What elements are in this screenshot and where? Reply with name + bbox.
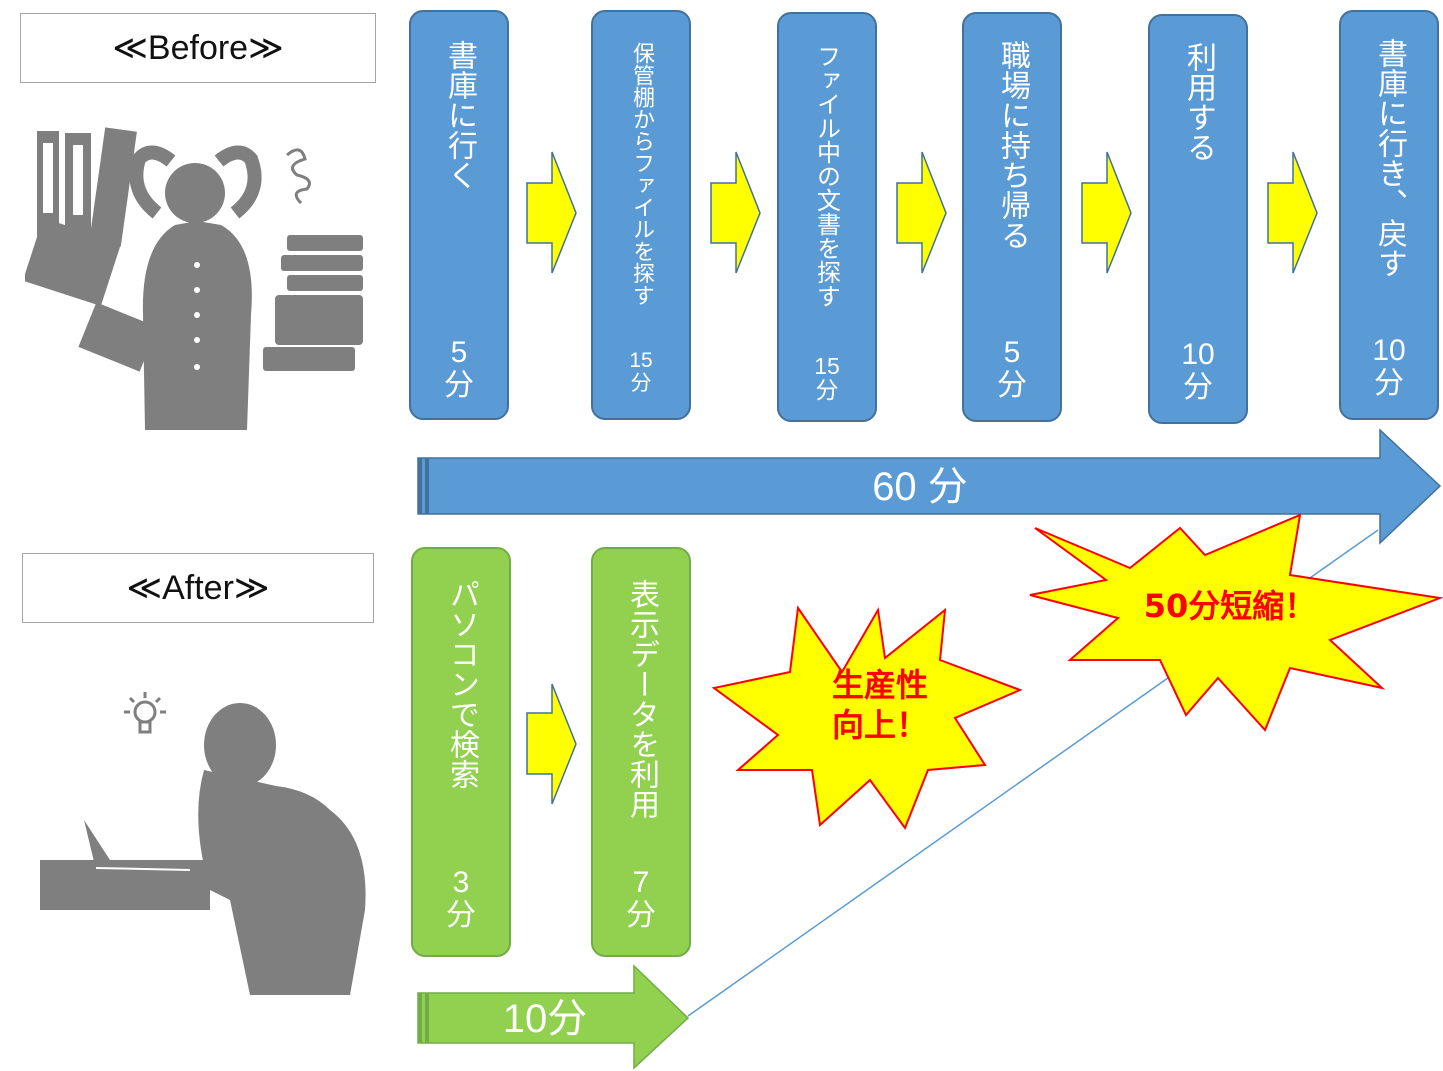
step-duration-unit: 分 [1183, 370, 1213, 404]
before-step-4: 職場に持ち帰る 5 分 [962, 12, 1062, 422]
productivity-line-2: 向上！ [831, 706, 928, 744]
before-step-2: 保管棚からファイルを探す 15 分 [591, 10, 691, 420]
productivity-line-1: 生産性 [831, 666, 928, 704]
step-duration-number: 10 [1372, 334, 1406, 367]
step-arrow-icon [1267, 151, 1318, 274]
stress-swirl-icon [286, 148, 311, 205]
productivity-burst [711, 605, 1023, 831]
before-step-3: ファイル中の文書を探す 15 分 [777, 12, 877, 422]
step-text: 表示データを利用 [624, 579, 659, 819]
step-duration-number: 3 [452, 866, 470, 899]
before-step-6: 書庫に行き、戻す 10 分 [1339, 10, 1439, 420]
step-duration-unit: 分 [630, 372, 652, 396]
step-duration-number: 7 [632, 866, 650, 899]
step-duration-unit: 分 [444, 368, 474, 402]
step-text: 書庫に行く [442, 40, 477, 190]
step-arrow-icon [1081, 151, 1132, 274]
before-step-5: 利用する 10 分 [1148, 14, 1248, 424]
step-arrow-icon [526, 683, 577, 805]
reduction-burst [1029, 513, 1443, 732]
after-label: ≪After≫ [22, 553, 374, 623]
step-text: ファイル中の文書を探す [812, 44, 841, 308]
laptop-worker-illustration [40, 692, 366, 995]
productivity-callout: 生産性 向上！ [800, 665, 960, 745]
after-total-arrow [417, 964, 690, 1070]
step-text: 書庫に行き、戻す [1372, 38, 1407, 278]
step-duration-number: 5 [450, 336, 468, 369]
step-text: 保管棚からファイルを探す [629, 42, 654, 306]
step-text: 職場に持ち帰る [995, 40, 1030, 250]
step-arrow-icon [896, 151, 947, 274]
step-arrow-icon [526, 151, 577, 274]
step-duration-unit: 分 [1374, 366, 1404, 400]
before-label: ≪Before≫ [20, 13, 376, 83]
before-step-1: 書庫に行く 5 分 [409, 10, 509, 420]
step-arrow-icon [710, 151, 761, 274]
after-total-label: 10分 [502, 997, 588, 1041]
after-step-2: 表示データを利用 7 分 [591, 547, 691, 957]
step-text: 利用する [1181, 42, 1216, 162]
lightbulb-icon [124, 692, 166, 734]
step-duration-number: 10 [1181, 338, 1215, 371]
step-text: パソコンで検索 [444, 579, 479, 789]
step-duration-number: 15 [814, 353, 840, 379]
step-duration-unit: 分 [626, 898, 656, 932]
reduction-callout: 50分短縮！ [1143, 587, 1317, 625]
after-step-1: パソコンで検索 3 分 [411, 547, 511, 957]
step-duration-unit: 分 [815, 377, 839, 404]
before-total-label: 60 分 [872, 465, 968, 509]
step-duration-number: 15 [629, 349, 653, 372]
step-duration-number: 5 [1003, 336, 1021, 369]
stressed-worker-illustration [25, 127, 363, 430]
step-duration-unit: 分 [446, 898, 476, 932]
before-total-arrow [417, 428, 1442, 545]
step-duration-unit: 分 [997, 368, 1027, 402]
